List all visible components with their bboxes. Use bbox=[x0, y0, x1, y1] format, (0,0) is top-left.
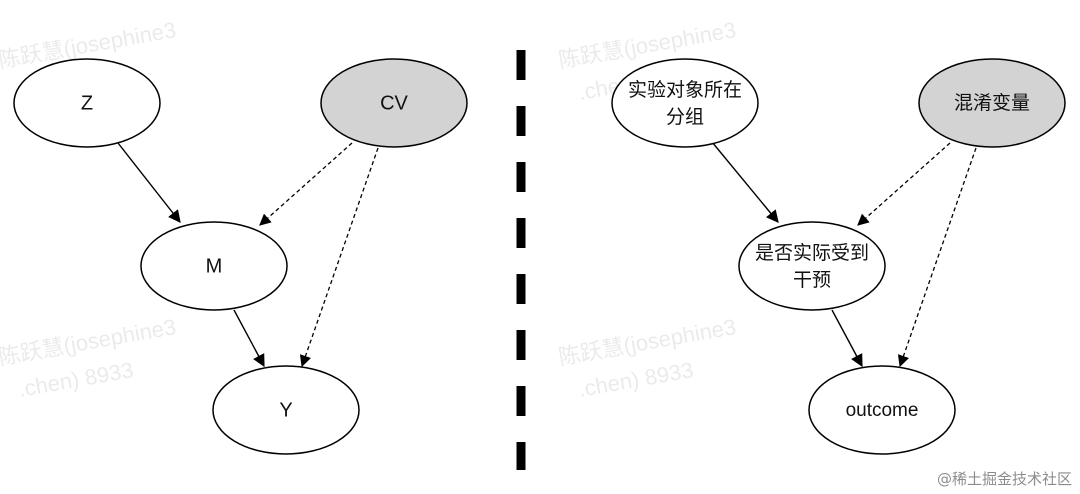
node-z bbox=[13, 58, 161, 148]
node-outcome-label: outcome bbox=[846, 400, 919, 421]
edge-cv-to-y-dashed bbox=[299, 147, 379, 368]
right-diagram: 实验对象所在 分组 混淆变量 是否实际受到 干预 outcome bbox=[611, 58, 1066, 455]
node-actual-treatment bbox=[738, 221, 886, 311]
edge-confound-to-outcome-dashed bbox=[897, 147, 977, 368]
node-outcome bbox=[808, 365, 956, 455]
edge-confound-to-treat-dashed bbox=[857, 142, 951, 226]
node-actual-treatment-label-line2: 干预 bbox=[793, 269, 831, 291]
left-diagram: Z CV M Y bbox=[13, 58, 468, 455]
node-y-label: Y bbox=[279, 399, 292, 421]
node-assignment-group-label-line1: 实验对象所在 bbox=[628, 79, 742, 101]
edge-z-to-m bbox=[117, 142, 181, 223]
node-confounder bbox=[918, 58, 1066, 148]
node-assignment-group-label-line2: 分组 bbox=[666, 106, 704, 128]
node-m bbox=[140, 221, 288, 311]
node-actual-treatment-label-line1: 是否实际受到 bbox=[755, 242, 869, 264]
node-confounder-label: 混淆变量 bbox=[954, 92, 1030, 114]
node-y bbox=[212, 365, 360, 455]
node-cv-label: CV bbox=[380, 92, 408, 114]
edge-group-to-treat bbox=[711, 141, 779, 223]
node-z-label: Z bbox=[81, 92, 93, 114]
footer-watermark: @稀土掘金技术社区 bbox=[937, 470, 1072, 488]
node-assignment-group bbox=[611, 58, 759, 148]
watermark-text: 陈跃慧(josephine3 bbox=[0, 314, 178, 370]
edge-treat-to-outcome bbox=[831, 309, 863, 368]
edge-cv-to-m-dashed bbox=[259, 142, 353, 226]
edge-m-to-y bbox=[233, 309, 265, 368]
node-m-label: M bbox=[206, 255, 223, 277]
watermark-text: 陈跃慧(josephine3 bbox=[557, 314, 738, 370]
node-cv bbox=[320, 58, 468, 148]
